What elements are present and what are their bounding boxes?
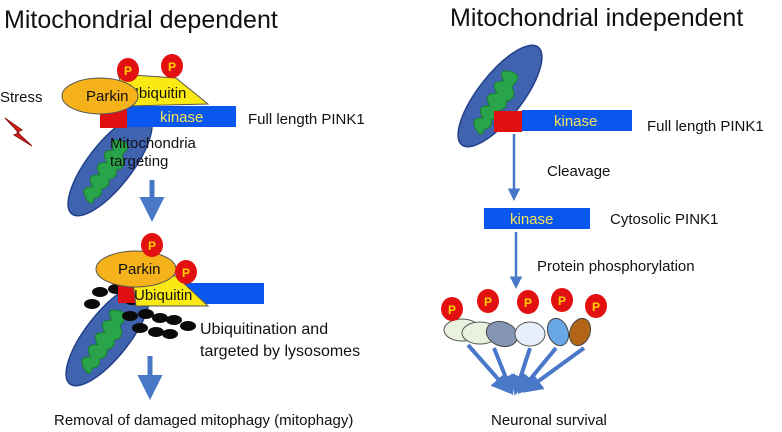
mitochondrion-icon <box>443 32 557 160</box>
kinase-domain <box>522 110 632 131</box>
svg-text:P: P <box>124 64 132 78</box>
ubiquitination-label-1: Ubiquitination and <box>200 321 328 338</box>
ubiquitin-label: Ubiquitin <box>134 287 192 304</box>
ubiquitin-label: Ubiquitin <box>128 85 186 102</box>
full-length-label: Full length PINK1 <box>248 111 365 128</box>
kinase-label: kinase <box>160 109 203 126</box>
full-length-label: Full length PINK1 <box>647 118 764 135</box>
cleavage-label: Cleavage <box>547 163 610 180</box>
phosphate-icon: P <box>441 297 463 321</box>
svg-text:P: P <box>592 300 600 314</box>
phosphate-icon: P <box>141 233 163 257</box>
svg-text:P: P <box>448 303 456 317</box>
right-title: Mitochondrial independent <box>450 4 743 32</box>
svg-text:P: P <box>182 266 190 280</box>
targeting-domain <box>118 284 138 303</box>
lightning-icon <box>4 117 33 147</box>
svg-text:P: P <box>524 296 532 310</box>
phosphate-icon: P <box>477 289 499 313</box>
survival-label: Neuronal survival <box>491 412 607 429</box>
phosphate-icon: P <box>161 54 183 78</box>
parkin-shape <box>61 77 139 115</box>
phosphate-icon: P <box>585 294 607 318</box>
svg-text:P: P <box>168 60 176 74</box>
parkin-label: Parkin <box>86 88 129 105</box>
svg-text:P: P <box>558 294 566 308</box>
phosphate-icon: P <box>175 260 197 284</box>
converging-arrows <box>466 343 586 396</box>
phosphate-icon: P <box>551 288 573 312</box>
kinase-label: kinase <box>554 113 597 130</box>
phosphate-icon: P <box>517 290 539 314</box>
parkin-label: Parkin <box>118 261 161 278</box>
substrate-protein <box>568 317 592 347</box>
mito-targeting-label-2: targeting <box>110 153 168 170</box>
left-title: Mitochondrial dependent <box>4 6 278 34</box>
targeting-domain <box>494 111 522 132</box>
svg-text:P: P <box>484 295 492 309</box>
substrate-protein <box>514 321 546 347</box>
kinase-domain <box>127 106 236 127</box>
substrate-protein <box>546 317 570 347</box>
mito-targeting-label-1: Mitochondria <box>110 135 197 152</box>
ubiquitination-label-2: targeted by lysosomes <box>200 343 360 360</box>
phosphate-icon: P <box>117 58 139 82</box>
kinase-label: kinase <box>510 211 553 228</box>
stress-label: Stress <box>0 89 43 106</box>
phosphorylation-label: Protein phosphorylation <box>537 258 695 275</box>
removal-label: Removal of damaged mitophagy (mitophagy) <box>54 412 353 429</box>
cytosolic-kinase <box>484 208 590 229</box>
cytosolic-label: Cytosolic PINK1 <box>610 211 718 228</box>
svg-text:P: P <box>148 239 156 253</box>
